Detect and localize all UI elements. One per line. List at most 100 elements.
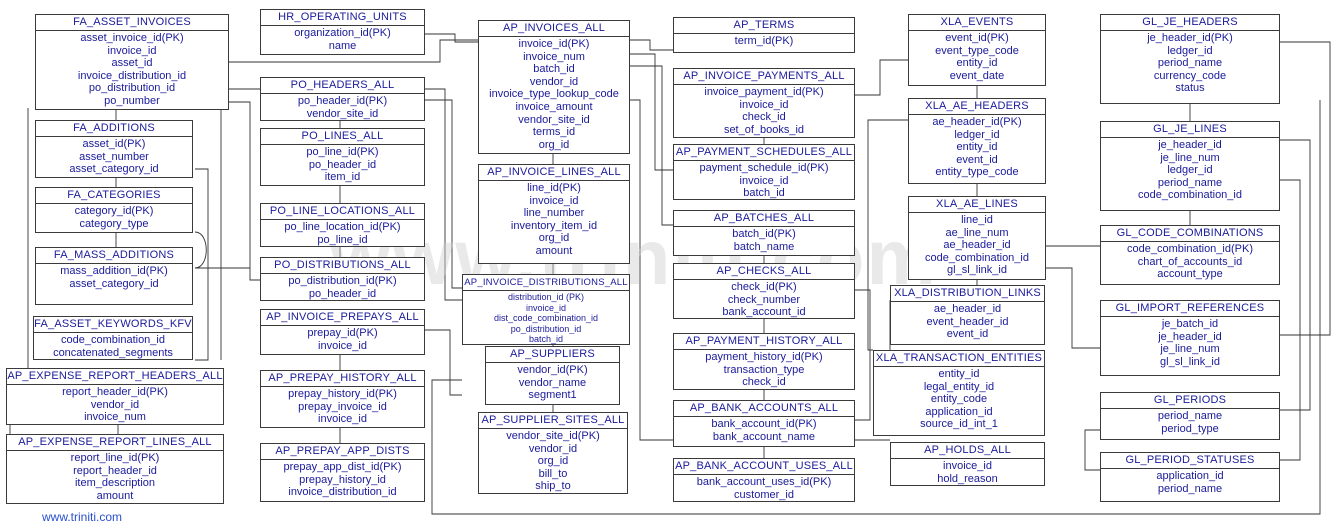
entity-fields: prepay_id(PK)invoice_id — [261, 326, 424, 352]
entity-field: code_combination_id(PK) — [1127, 243, 1253, 255]
entity-field: event_id — [946, 328, 989, 341]
entity-field: vendor_id — [528, 442, 578, 455]
entity-field: ae_header_id — [933, 303, 1002, 315]
entity-field: batch_id — [528, 334, 564, 345]
entity-field: application_id — [925, 405, 993, 418]
entity-fields: code_combination_id(PK)chart_of_accounts… — [1101, 242, 1279, 281]
entity-title: FA_CATEGORIES — [36, 188, 192, 204]
entity-field: invoice_id — [318, 413, 367, 426]
entity-field: item_description — [74, 477, 156, 490]
entity-field: je_batch_id — [1161, 318, 1219, 330]
entity-field: amount — [96, 489, 134, 502]
entity-field: period_name — [1157, 410, 1223, 422]
entity-field: entity_id — [956, 141, 998, 154]
entity-field: hold_reason — [937, 472, 998, 485]
entity-field: legal_entity_id — [923, 380, 995, 393]
entity-field: prepay_id(PK) — [307, 327, 378, 339]
entity-title: FA_ASSET_KEYWORDS_KFV — [34, 317, 192, 333]
entity-field: asset_id(PK) — [82, 138, 146, 150]
entity-title: AP_PAYMENT_HISTORY_ALL — [674, 334, 854, 350]
entity-field: invoice_id — [318, 339, 367, 352]
entity-field: period_name — [1157, 176, 1223, 189]
entity-field: invoice_distribution_id — [288, 486, 397, 499]
entity-field: code_combination_id — [925, 251, 1029, 264]
entity-field: category_type — [79, 217, 149, 230]
entity-field: segment1 — [528, 389, 577, 402]
entity-field: vendor_name — [518, 376, 587, 389]
entity-field: period_name — [1157, 482, 1223, 495]
entity-fields: bank_account_id(PK)bank_account_name — [674, 417, 854, 443]
entity-field: prepay_invoice_id — [298, 400, 387, 413]
entity-field: period_type — [1161, 422, 1219, 435]
entity-field: invoice_id(PK) — [518, 38, 590, 50]
entity-title: AP_PAYMENT_SCHEDULES_ALL — [674, 145, 854, 161]
footer-link[interactable]: www.triniti.com — [42, 510, 123, 524]
entity-title: AP_EXPENSE_REPORT_HEADERS_ALL — [7, 369, 223, 385]
entity-field: batch_name — [733, 240, 795, 253]
entity-field: gl_sl_link_id — [947, 264, 1007, 277]
entity-field: asset_invoice_id(PK) — [80, 32, 184, 44]
entity-field: je_line_num — [1160, 151, 1220, 164]
entity-field: organization_id(PK) — [294, 27, 391, 39]
entity-field: je_header_id — [1158, 139, 1222, 151]
entity-field: po_line_id(PK) — [306, 146, 379, 158]
entity-title: PO_HEADERS_ALL — [261, 78, 424, 94]
entity-field: report_header_id(PK) — [62, 386, 168, 398]
entity-title: FA_MASS_ADDITIONS — [36, 248, 192, 264]
entity-field: distribution_id (PK) — [507, 292, 585, 302]
entity-title: XLA_DISTRIBUTION_LINKS — [891, 286, 1044, 302]
entity-fields: term_id(PK) — [674, 34, 854, 48]
entity-field: ship_to — [535, 480, 571, 493]
entity-field: currency_code — [1153, 69, 1227, 82]
entity-field: prepay_history_id(PK) — [288, 388, 397, 400]
entity-field: asset_category_id — [69, 163, 159, 176]
entity-field: invoice_distribution_id — [77, 69, 187, 82]
entity-field: amount — [535, 244, 573, 257]
entity-fields: bank_account_uses_id(PK)customer_id — [674, 475, 854, 501]
entity-title: XLA_AE_LINES — [909, 197, 1045, 213]
entity-title: AP_PREPAY_HISTORY_ALL — [261, 371, 424, 387]
entity-field: application_id — [1156, 470, 1224, 482]
entity-field: category_id(PK) — [74, 205, 154, 217]
entity-field: bank_account_id — [722, 306, 806, 319]
entity-field: ledger_id — [954, 128, 1000, 141]
entity-title: AP_INVOICES_ALL — [479, 21, 629, 37]
entity-title: AP_CHECKS_ALL — [674, 264, 854, 280]
entity-field: org_id — [538, 232, 570, 245]
entity-fields: po_line_location_id(PK)po_line_id — [261, 220, 424, 246]
entity-field: je_header_id(PK) — [1147, 32, 1233, 44]
entity-field: ledger_id — [1167, 164, 1213, 177]
entity-field: report_header_id — [73, 464, 157, 477]
entity-field: chart_of_accounts_id — [1137, 255, 1243, 268]
entity-fields: category_id(PK)category_type — [36, 204, 192, 230]
entity-field: name — [328, 39, 357, 52]
